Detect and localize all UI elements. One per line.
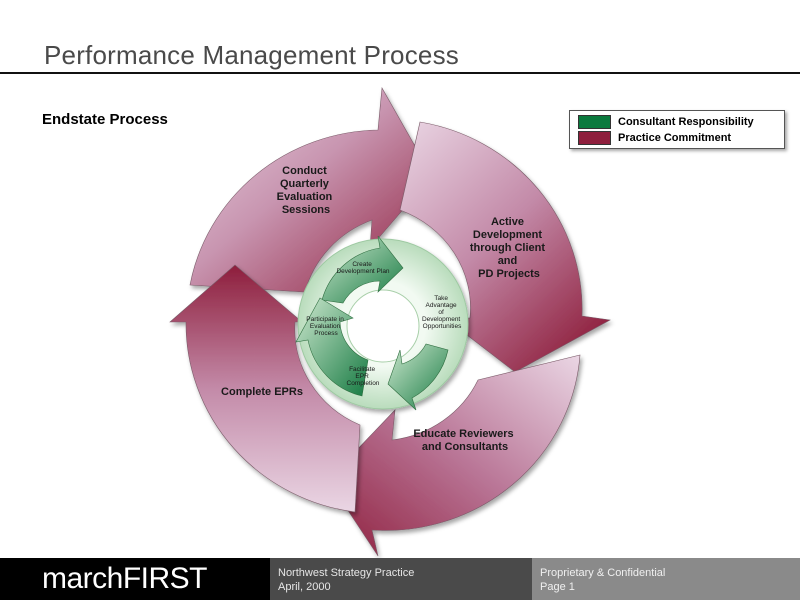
inner-label-facilitate: Facilitate EPR Completion — [347, 366, 380, 387]
footer-confidential-panel: Proprietary & Confidential Page 1 — [532, 558, 800, 600]
outer-arrow-complete — [169, 264, 361, 513]
inner-label-create: Create Development Plan — [336, 261, 389, 275]
footer-page-number: Page 1 — [540, 581, 575, 593]
legend-item-practice: Practice Commitment — [578, 131, 731, 145]
legend: Consultant Responsibility Practice Commi… — [569, 110, 785, 149]
legend-swatch-maroon — [578, 131, 611, 145]
inner-arrow-left — [295, 297, 369, 397]
legend-item-consultant: Consultant Responsibility — [578, 115, 754, 129]
inner-arrow-top — [321, 235, 404, 304]
footer-bar: marchFIRST Northwest Strategy Practice A… — [0, 558, 800, 600]
title-divider — [0, 72, 800, 74]
legend-swatch-green — [578, 115, 611, 129]
inner-arrow-bottom — [387, 343, 449, 411]
outer-label-active: Active Development through Client and PD… — [470, 216, 548, 280]
inner-label-participate: Participate in Evaluation Process — [306, 316, 345, 337]
cycle-diagram: Conduct Quarterly Evaluation Sessions Ac… — [169, 87, 611, 557]
inner-hole — [346, 289, 420, 363]
legend-label: Practice Commitment — [618, 132, 732, 144]
brand-logo-text: marchFIRST — [42, 562, 208, 595]
outer-label-complete: Complete EPRs — [221, 386, 303, 398]
outer-arrow-educate — [327, 354, 581, 557]
diagram-subtitle: Endstate Process — [42, 111, 168, 128]
outer-arrow-active — [399, 121, 611, 373]
inner-label-take-advantage: Take Advantage of Development Opportunit… — [422, 295, 462, 330]
footer-confidential: Proprietary & Confidential — [540, 567, 666, 579]
footer-date: April, 2000 — [278, 581, 331, 593]
outer-label-educate: Educate Reviewers and Consultants — [413, 428, 516, 453]
footer-brand-panel: marchFIRST — [0, 558, 270, 600]
slide-title: Performance Management Process — [44, 40, 459, 70]
footer-practice: Northwest Strategy Practice — [278, 567, 415, 579]
footer-practice-panel: Northwest Strategy Practice April, 2000 — [270, 558, 532, 600]
outer-label-conduct: Conduct Quarterly Evaluation Sessions — [277, 165, 336, 216]
legend-label: Consultant Responsibility — [618, 116, 754, 128]
